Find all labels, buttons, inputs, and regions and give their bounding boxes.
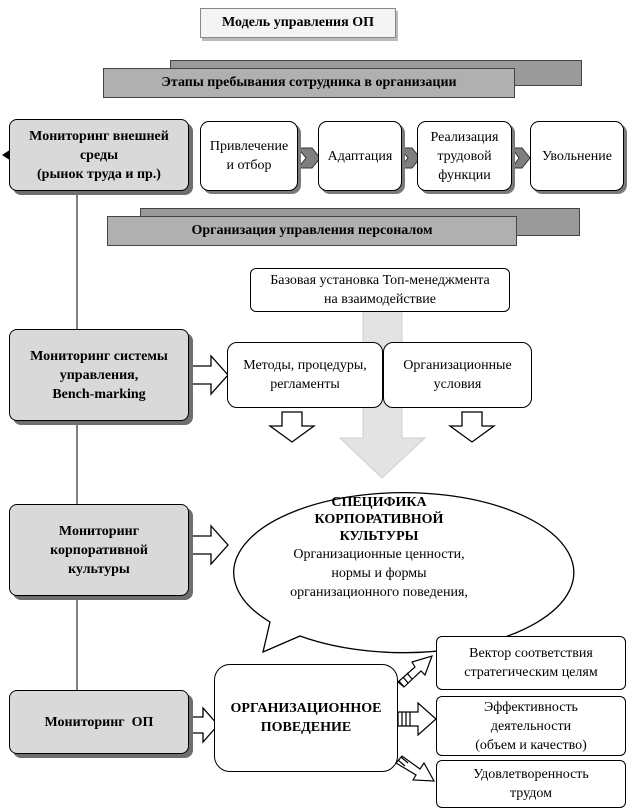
- outcome-satisfaction-line: Удовлетворенность: [473, 767, 589, 782]
- stage-attract-box: Привлечение и отбор: [200, 121, 298, 191]
- monitoring-culture-box: Мониторинг корпоративной культуры: [9, 504, 189, 596]
- outcome-satisfaction-line: трудом: [510, 786, 552, 801]
- down-arrow-icon: [448, 411, 496, 443]
- top-management-line: Базовая установка Топ-менеджмента: [270, 273, 490, 288]
- stage-realize-line: функции: [438, 167, 491, 183]
- org-behavior-line: ОРГАНИЗАЦИОННОЕ: [230, 701, 382, 716]
- stage-attract-line: и отбор: [226, 158, 272, 173]
- monitoring-culture-line: корпоративной: [50, 542, 148, 558]
- monitoring-culture-line: Мониторинг: [58, 523, 140, 539]
- outcome-efficiency-line: Эффективность: [484, 699, 578, 715]
- title-text: Модель управления ОП: [222, 15, 374, 30]
- stage-dismiss-label: Увольнение: [542, 148, 612, 164]
- stage-adapt-box: Адаптация: [318, 121, 402, 191]
- stage-realize-line: Реализация: [430, 129, 499, 145]
- methods-box: Методы, процедуры, регламенты: [227, 342, 383, 408]
- culture-body-line: нормы и формы: [331, 566, 427, 581]
- monitoring-culture-line: культуры: [68, 561, 130, 577]
- org-conditions-line: условия: [433, 377, 482, 392]
- culture-body-line: Организационные ценности,: [293, 547, 465, 562]
- org-behavior-line: ПОВЕДЕНИЕ: [260, 720, 352, 735]
- stages-banner: Этапы пребывания сотрудника в организаци…: [103, 68, 515, 98]
- right-arrow-icon: [190, 706, 219, 744]
- org-banner-label: Организация управления персоналом: [191, 223, 433, 238]
- top-management-box: Базовая установка Топ-менеджмента на вза…: [250, 268, 510, 312]
- monitoring-system-line: Bench-marking: [52, 386, 146, 402]
- culture-bubble-text: СПЕЦИФИКА КОРПОРАТИВНОЙ КУЛЬТУРЫ Организ…: [262, 493, 496, 603]
- culture-heading-line: КОРПОРАТИВНОЙ: [314, 512, 444, 527]
- outcome-efficiency-box: Эффективность деятельности (объем и каче…: [436, 696, 626, 756]
- outcome-arrow-icon: [397, 701, 437, 737]
- monitoring-op-box: Мониторинг ОП: [9, 690, 189, 754]
- monitoring-external-line: среды: [79, 147, 119, 163]
- stage-realize-box: Реализация трудовой функции: [417, 121, 512, 191]
- outcome-arrow-icon: [397, 655, 433, 688]
- stage-realize-line: трудовой: [437, 148, 492, 164]
- monitoring-external-line: Мониторинг внешней: [29, 128, 169, 144]
- stage-chevron-icon: [296, 147, 321, 169]
- outcome-vector-line: Вектор соответствия: [469, 646, 593, 661]
- diagram-title: Модель управления ОП: [200, 8, 396, 38]
- monitoring-system-line: управления,: [59, 367, 139, 383]
- outcome-efficiency-line: деятельности: [490, 718, 572, 734]
- outcome-vector-box: Вектор соответствия стратегическим целям: [436, 636, 626, 690]
- outcome-arrow-icon: [395, 755, 436, 782]
- org-banner: Организация управления персоналом: [107, 216, 517, 246]
- down-arrow-icon: [268, 411, 316, 443]
- stage-chevron-icon: [511, 147, 531, 169]
- stage-chevron-icon: [398, 147, 421, 169]
- stage-dismiss-box: Увольнение: [530, 121, 624, 191]
- outcome-satisfaction-box: Удовлетворенность трудом: [436, 760, 626, 808]
- right-arrow-icon: [190, 354, 229, 396]
- monitoring-external-box: Мониторинг внешней среды (рынок труда и …: [9, 119, 189, 191]
- culture-heading-line: КУЛЬТУРЫ: [339, 529, 419, 544]
- monitoring-external-line: (рынок труда и пр.): [37, 166, 161, 182]
- top-management-line: на взаимодействие: [324, 292, 436, 307]
- stage-attract-line: Привлечение: [209, 139, 289, 154]
- culture-body-line: организационного поведения,: [290, 585, 468, 600]
- methods-line: Методы, процедуры,: [243, 358, 367, 373]
- org-conditions-box: Организационные условия: [383, 342, 532, 408]
- monitoring-op-label: Мониторинг ОП: [44, 714, 154, 730]
- outcome-efficiency-line: (объем и качество): [475, 737, 587, 753]
- org-behavior-box: ОРГАНИЗАЦИОННОЕ ПОВЕДЕНИЕ: [214, 664, 398, 772]
- right-arrow-icon: [190, 524, 229, 566]
- monitoring-system-line: Мониторинг системы: [30, 348, 168, 364]
- outcome-vector-line: стратегическим целям: [464, 665, 598, 680]
- monitoring-system-box: Мониторинг системы управления, Bench-mar…: [9, 329, 189, 421]
- stage-adapt-label: Адаптация: [327, 148, 393, 164]
- stages-banner-label: Этапы пребывания сотрудника в организаци…: [161, 75, 457, 90]
- org-conditions-line: Организационные: [403, 358, 512, 373]
- culture-heading-line: СПЕЦИФИКА: [331, 495, 427, 510]
- methods-line: регламенты: [270, 377, 340, 392]
